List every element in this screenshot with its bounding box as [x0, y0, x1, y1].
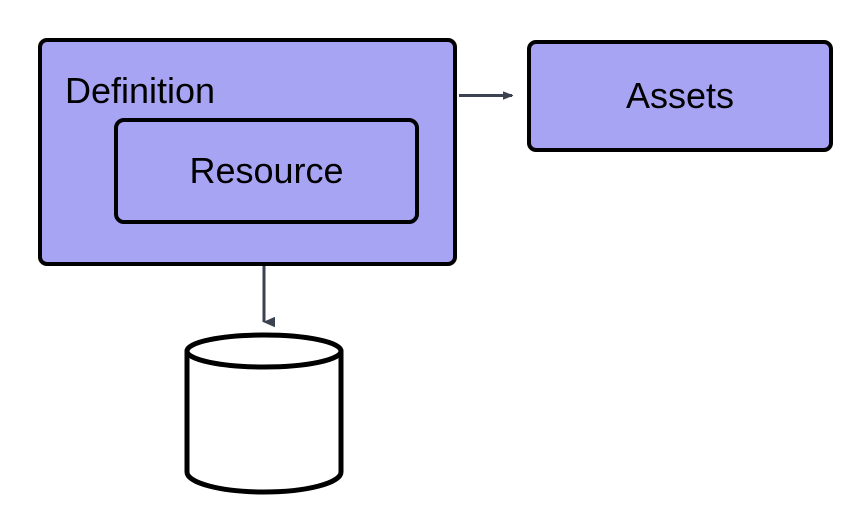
node-resource[interactable]: [114, 118, 419, 224]
node-assets[interactable]: [527, 40, 833, 152]
node-datastore[interactable]: [184, 332, 344, 495]
node-definition-label: Definition: [65, 70, 216, 111]
node-assets-label: Assets: [625, 75, 735, 116]
node-resource-label: Resource: [189, 150, 344, 191]
